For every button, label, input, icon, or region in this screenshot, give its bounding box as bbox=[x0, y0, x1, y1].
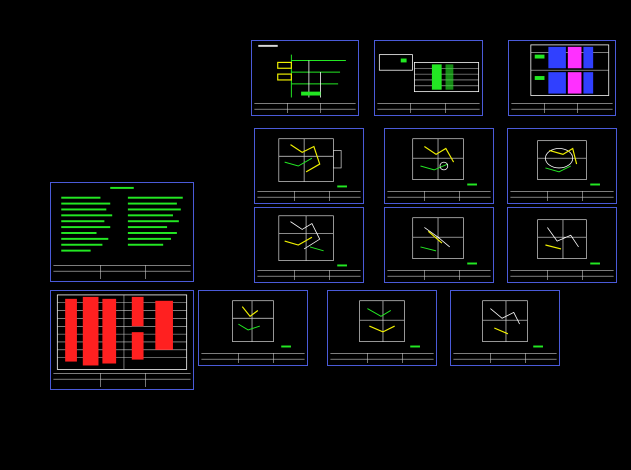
drawing-sheet-floor-plan-4[interactable] bbox=[254, 207, 364, 283]
drawing-sheet-system-diagram[interactable] bbox=[251, 40, 359, 116]
floor-plan-graphic bbox=[510, 219, 614, 281]
schedule-graphic bbox=[53, 294, 191, 388]
floor-plan-graphic bbox=[257, 215, 361, 281]
drawing-sheet-floor-plan-9[interactable] bbox=[450, 290, 560, 366]
drawing-sheet-floor-plan-5[interactable] bbox=[384, 207, 494, 283]
floor-plan-graphic bbox=[387, 217, 491, 281]
drawing-sheet-floor-plan-2[interactable] bbox=[384, 128, 494, 204]
color-table-graphic bbox=[511, 44, 613, 114]
floor-plan-graphic bbox=[387, 138, 491, 202]
floor-plan-graphic bbox=[257, 138, 361, 202]
drawing-sheet-floor-plan-8[interactable] bbox=[327, 290, 437, 366]
drawing-sheet-floor-plan-1[interactable] bbox=[254, 128, 364, 204]
system-diagram-graphic bbox=[254, 44, 356, 114]
floor-plan-graphic bbox=[510, 140, 614, 202]
drawing-sheet-color-table[interactable] bbox=[508, 40, 616, 116]
floor-plan-graphic bbox=[453, 300, 557, 364]
drawing-sheet-floor-plan-3[interactable] bbox=[507, 128, 617, 204]
floor-plan-graphic bbox=[201, 300, 305, 364]
notes-graphic bbox=[53, 186, 191, 280]
drawing-sheet-legend-table[interactable] bbox=[374, 40, 483, 116]
drawing-sheet-floor-plan-7[interactable] bbox=[198, 290, 308, 366]
drawing-sheet-notes[interactable] bbox=[50, 182, 194, 282]
drawing-sheet-schedule[interactable] bbox=[50, 290, 194, 390]
floor-plan-graphic bbox=[330, 300, 434, 364]
legend-table-graphic bbox=[377, 54, 480, 114]
drawing-sheet-floor-plan-6[interactable] bbox=[507, 207, 617, 283]
